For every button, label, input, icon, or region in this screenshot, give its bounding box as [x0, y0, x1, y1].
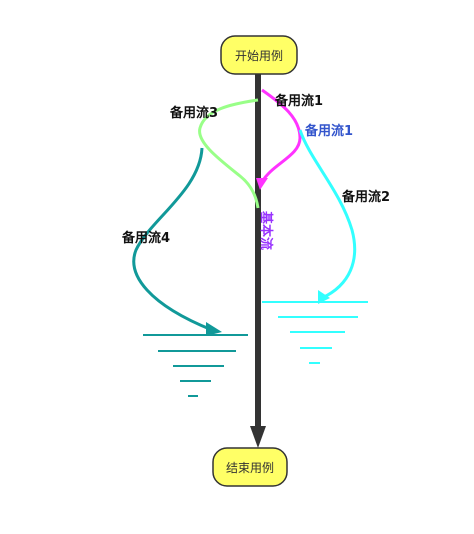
- alt-flow-1-arrowhead: [256, 178, 268, 190]
- end-node: 结束用例: [212, 447, 288, 487]
- alt-flow-1-path: [260, 88, 302, 183]
- label-basic-flow: 基本流: [258, 210, 274, 250]
- alt-flow-2-arrowhead: [318, 290, 330, 304]
- label-alt-flow-2: 备用流2: [341, 189, 390, 205]
- start-node-label: 开始用例: [235, 49, 283, 63]
- label-alt-flow-3: 备用流3: [169, 105, 218, 121]
- label-alt-flow-1-blue: 备用流1: [304, 123, 353, 139]
- start-node: 开始用例: [220, 35, 298, 75]
- ground-symbol-teal: [143, 334, 248, 397]
- alt-flow-3-path: [198, 98, 260, 209]
- end-node-label: 结束用例: [226, 461, 274, 475]
- alt-flow-2-path: [298, 129, 357, 300]
- ground-symbol-cyan: [262, 301, 368, 364]
- basic-flow: [250, 72, 266, 448]
- alt-flow-4-path: [132, 147, 213, 332]
- label-alt-flow-4: 备用流4: [121, 230, 170, 246]
- basic-flow-arrowhead: [250, 426, 266, 448]
- label-alt-flow-1-black: 备用流1: [274, 93, 323, 109]
- alt-flow-4-arrowhead: [206, 322, 222, 336]
